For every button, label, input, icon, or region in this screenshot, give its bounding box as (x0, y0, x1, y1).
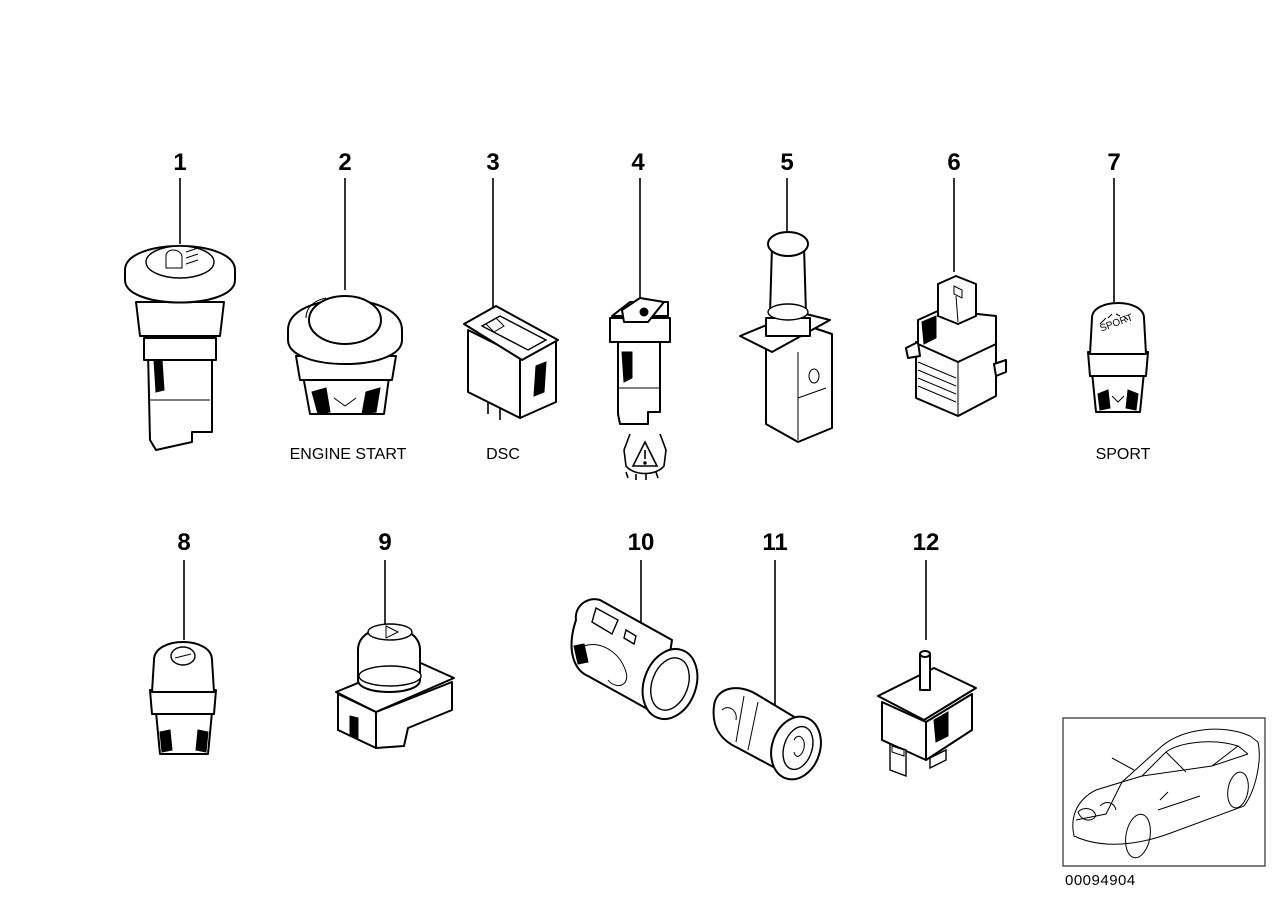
part-4-number: 4 (631, 149, 645, 176)
part-11[interactable]: 11 (712, 529, 829, 786)
part-2[interactable]: 2 ENGINE START (287, 149, 407, 463)
part-10[interactable]: 10 (570, 529, 707, 727)
part-9[interactable]: 9 (335, 529, 455, 749)
socket-plug-icon (712, 687, 822, 781)
round-push-button-icon (149, 641, 217, 755)
start-button-icon (287, 295, 403, 415)
part-12[interactable]: 12 (877, 529, 977, 778)
dsc-switch-icon (463, 305, 559, 420)
part-5-number: 5 (780, 149, 793, 176)
fog-light-switch-icon (124, 245, 236, 451)
part-7-caption: SPORT (1096, 446, 1151, 463)
trunk-button-icon (335, 623, 455, 749)
part-3[interactable]: 3 DSC (463, 149, 559, 463)
sport-button-icon: SPORT (1087, 302, 1149, 413)
tire-pressure-switch-icon (609, 297, 671, 425)
pin-switch-icon (877, 650, 977, 778)
car-overview-panel (1062, 717, 1266, 867)
part-12-number: 12 (913, 529, 940, 556)
part-10-number: 10 (628, 529, 655, 556)
part-6-number: 6 (947, 149, 960, 176)
part-4[interactable]: 4 (609, 149, 671, 480)
part-7[interactable]: 7 SPORT SPORT (1087, 149, 1151, 463)
part-8-number: 8 (177, 529, 190, 556)
tire-pressure-warning-icon (623, 433, 667, 480)
part-5[interactable]: 5 (739, 149, 833, 443)
diagram-id: 00094904 (1065, 872, 1136, 889)
rocker-switch-icon (905, 275, 1007, 417)
part-11-number: 11 (762, 529, 787, 556)
car-overview-icon (1072, 728, 1260, 859)
part-6[interactable]: 6 (905, 149, 1007, 417)
part-9-number: 9 (378, 529, 391, 556)
part-1[interactable]: 1 (124, 149, 236, 451)
part-8[interactable]: 8 (149, 529, 217, 755)
part-7-number: 7 (1107, 149, 1120, 176)
part-3-number: 3 (486, 149, 499, 176)
part-1-number: 1 (173, 149, 186, 176)
part-2-caption: ENGINE START (290, 446, 407, 463)
car-overview-frame (1062, 717, 1266, 867)
part-3-caption: DSC (486, 446, 520, 463)
socket-housing-icon (570, 598, 699, 720)
brake-light-switch-icon (739, 231, 833, 443)
part-2-number: 2 (338, 149, 351, 176)
